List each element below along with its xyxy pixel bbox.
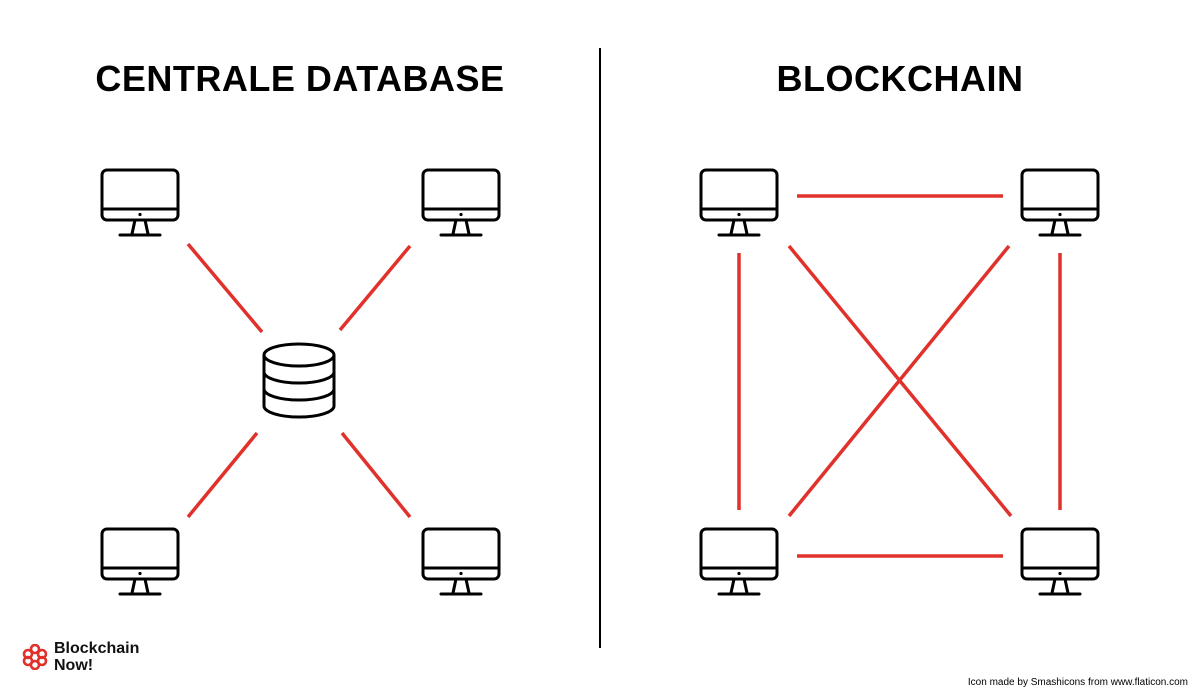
desktop-monitor-icon [100, 527, 180, 596]
logo-line2: Now! [54, 657, 94, 674]
connection-line [186, 242, 264, 334]
centrale-database-title: CENTRALE DATABASE [95, 58, 505, 99]
desktop-monitor-icon [100, 168, 180, 237]
desktop-monitor-icon [1020, 168, 1100, 237]
logo-line1: Blockchain [54, 640, 140, 657]
connection-line [186, 431, 259, 519]
desktop-monitor-icon [699, 527, 779, 596]
blockchain-now-logo: Blockchain Now! [22, 640, 139, 674]
desktop-monitor-icon [421, 168, 501, 237]
icon-attribution: Icon made by Smashicons from www.flatico… [967, 677, 1188, 688]
blockchain-title: BLOCKCHAIN [776, 58, 1024, 99]
desktop-monitor-icon [1020, 527, 1100, 596]
logo-hexagon-icon [22, 644, 48, 670]
desktop-monitor-icon [421, 527, 501, 596]
desktop-monitor-icon [699, 168, 779, 237]
database-icon [262, 342, 336, 419]
connection-line [338, 244, 412, 332]
connection-line [787, 244, 1011, 518]
connection-line [340, 431, 412, 519]
